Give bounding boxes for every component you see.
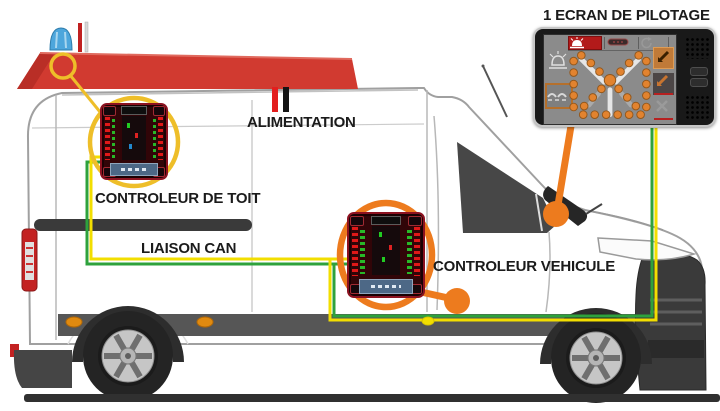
arrow-pattern-active-icon xyxy=(653,47,674,69)
rear-wheel xyxy=(72,306,184,401)
board-corner xyxy=(103,106,116,116)
device-button xyxy=(690,67,708,76)
antenna xyxy=(481,64,508,118)
power-wires xyxy=(272,87,289,112)
board-top-connector xyxy=(121,106,147,116)
pilot-screen-device xyxy=(533,27,716,127)
can-wires xyxy=(85,128,658,326)
screen-title-label: 1 ECRAN DE PILOTAGE xyxy=(543,7,710,24)
board-bottom-connector xyxy=(358,279,414,294)
rotation-tab-icon xyxy=(640,37,667,49)
led xyxy=(381,256,385,262)
pin-header xyxy=(104,116,110,161)
board-top-connector xyxy=(371,215,401,225)
power-label: ALIMENTATION xyxy=(247,114,356,131)
device-button xyxy=(690,78,708,87)
lightbar-tab-icon xyxy=(606,37,637,49)
board-corner xyxy=(407,215,422,226)
led xyxy=(126,122,130,128)
pin-header xyxy=(414,227,421,277)
led-column xyxy=(152,118,157,159)
led xyxy=(135,133,139,139)
vehicle-controller-circle xyxy=(336,199,436,311)
roof-light-bar xyxy=(17,52,358,89)
board-corner xyxy=(152,106,165,116)
roof-pole xyxy=(78,21,89,53)
light-pattern-display xyxy=(566,46,654,124)
led-column xyxy=(360,229,365,274)
pin-header xyxy=(351,227,358,277)
board-core xyxy=(121,115,147,160)
cab-window xyxy=(457,142,556,233)
blue-beacon xyxy=(49,27,73,51)
can-link-label: LIAISON CAN xyxy=(141,240,237,257)
device-screen xyxy=(543,34,677,125)
road-bumps-icon xyxy=(545,83,573,109)
board-core xyxy=(371,226,401,276)
beacon-tab-icon xyxy=(568,36,602,50)
led xyxy=(378,232,382,238)
board-bottom-connector xyxy=(110,162,158,176)
led xyxy=(129,144,133,150)
led-column xyxy=(111,118,116,159)
vehicle-controller-board xyxy=(347,212,425,298)
red-underline xyxy=(654,93,673,95)
arrow-pattern-dimmed-icon xyxy=(653,73,674,95)
cross-pattern-dimmed-icon xyxy=(653,98,674,120)
speaker-grille xyxy=(685,37,710,59)
red-underline xyxy=(654,118,673,120)
vehicle-controller-label: CONTROLEUR VEHICULE xyxy=(433,258,616,275)
board-corner xyxy=(350,215,365,226)
tab-separator xyxy=(604,37,605,49)
speaker-grille xyxy=(685,95,710,119)
beacon-outline-icon xyxy=(546,51,570,71)
screen-connector xyxy=(543,122,575,227)
roof-controller-circle xyxy=(87,95,181,189)
roof-controller-label: CONTROLEUR DE TOIT xyxy=(95,190,261,207)
pin-header xyxy=(158,116,164,161)
roof-controller-board xyxy=(100,103,168,180)
front-wheel xyxy=(540,308,652,403)
tab-underline xyxy=(568,50,668,51)
tab-separator xyxy=(638,37,639,49)
led xyxy=(388,244,392,250)
rear-details xyxy=(10,228,72,388)
tab-separator xyxy=(668,37,669,49)
led-column xyxy=(407,229,412,274)
ground-line xyxy=(24,394,720,402)
